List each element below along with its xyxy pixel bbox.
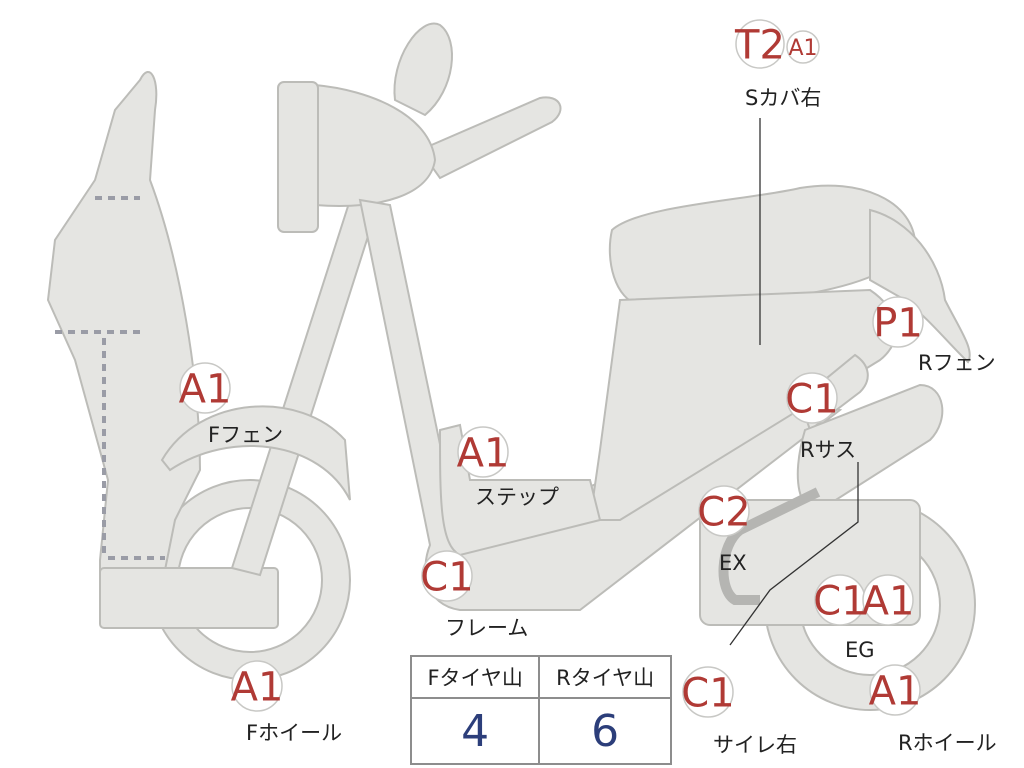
grade-badge: P1 (873, 300, 923, 346)
grade-badge-circle (872, 296, 924, 348)
part-label: フレーム (445, 616, 528, 640)
grade-badge: C1 (785, 376, 838, 422)
handlebar (418, 96, 562, 180)
part-label: Fフェン (208, 423, 283, 447)
part-label: Sカバ右 (745, 86, 821, 110)
part-label: EX (719, 551, 747, 575)
part-label: Rフェン (918, 351, 996, 375)
rear-tire-tread-header: Rタイヤ山 (538, 655, 672, 699)
mirror (393, 22, 453, 117)
grade-badge: A1 (457, 430, 510, 476)
grade-badge-circle (862, 574, 914, 626)
grade-badge-circle (786, 372, 838, 424)
grade-badge: A1 (788, 36, 817, 61)
grade-badge: A1 (179, 366, 232, 412)
tire-tread-table: Fタイヤ山 Rタイヤ山 4 6 (409, 655, 672, 765)
front-tire-tread-value: 4 (409, 697, 541, 765)
headlight-lens (277, 81, 319, 233)
part-labels: Sカバ右 Fフェン Rフェン Rサスステップ EX フレーム EG Fホイールサイレ右 Rホイー… (208, 86, 997, 757)
part-label: Rホイール (898, 731, 997, 755)
part-label: Fホイール (246, 721, 342, 745)
tire-table-value-row: 4 6 (409, 697, 672, 765)
front-legshield (46, 71, 202, 612)
front-tire-tread-header: Fタイヤ山 (409, 655, 541, 699)
grade-badge: A1 (231, 664, 284, 710)
panel-seams (55, 196, 165, 560)
grade-badge: T2 (734, 22, 785, 68)
leader-lines (729, 118, 859, 646)
rear-fender (869, 208, 971, 364)
grade-badge: C1 (813, 578, 866, 624)
grade-badge: C2 (697, 489, 750, 535)
leader-rsus (729, 462, 859, 646)
grade-badge-circle (179, 362, 231, 414)
tire-table-header-row: Fタイヤ山 Rタイヤ山 (409, 655, 672, 699)
part-label: サイレ右 (713, 733, 797, 757)
grade-badge-circle (786, 30, 820, 64)
part-label: EG (845, 638, 875, 662)
grade-badge: C1 (681, 670, 734, 716)
grade-badge: A1 (869, 668, 922, 714)
floor-front-block (99, 567, 279, 629)
rear-tire-tread-value: 6 (538, 697, 672, 765)
grade-badge: C1 (420, 554, 473, 600)
part-label: Rサス (800, 438, 856, 462)
part-label: ステップ (475, 485, 559, 509)
grade-badge-circle (682, 666, 734, 718)
grade-badge-circle (698, 485, 750, 537)
grade-badge-circle (869, 664, 921, 716)
grade-badge-circle (421, 550, 473, 602)
grade-badge: A1 (862, 578, 915, 624)
grade-badge-circle (457, 426, 509, 478)
grade-badge-circle (231, 660, 283, 712)
rear-shock (796, 383, 944, 512)
front-fender (160, 405, 351, 501)
step-board (438, 423, 602, 557)
grade-badge-circle (735, 19, 785, 69)
